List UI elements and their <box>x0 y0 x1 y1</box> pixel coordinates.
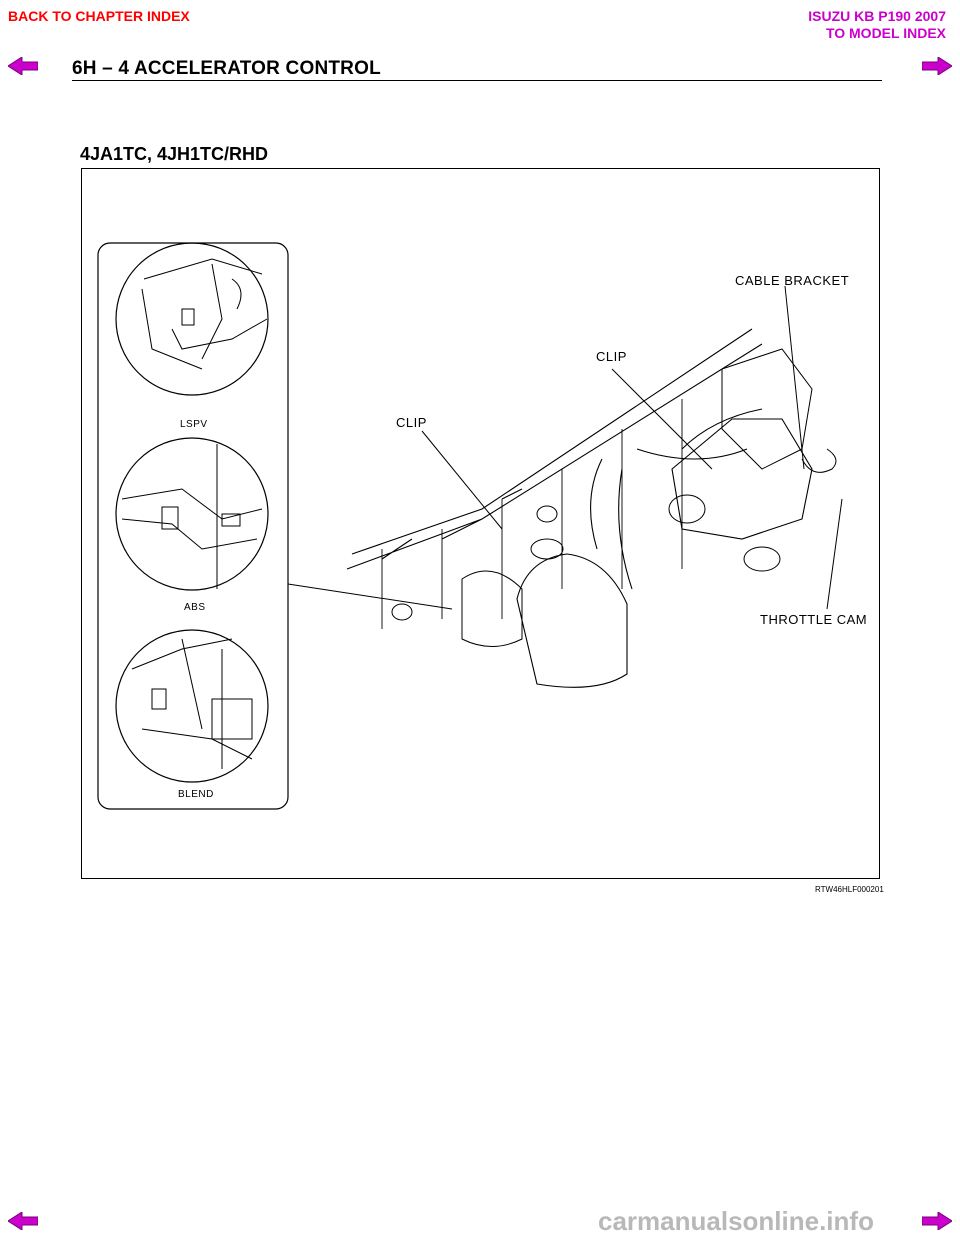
watermark: carmanualsonline.info <box>598 1206 874 1236</box>
model-title-link[interactable]: ISUZU KB P190 2007 TO MODEL INDEX <box>808 8 946 42</box>
engine-bay-illustration <box>97 242 843 810</box>
right-arrow-icon[interactable] <box>922 57 952 75</box>
inset-label-blend: BLEND <box>178 789 214 800</box>
figure-code: RTW46HLF000201 <box>815 885 884 894</box>
bottom-left-arrow-icon[interactable] <box>8 1212 38 1230</box>
inset-label-lspv: LSPV <box>180 419 208 430</box>
header-rule <box>72 80 882 81</box>
inset-label-abs: ABS <box>184 602 206 613</box>
figure-frame: LSPV ABS BLEND CABLE BRACKET CLIP CLIP T… <box>81 168 880 879</box>
callout-throttle-cam: THROTTLE CAM <box>760 612 868 627</box>
back-to-chapter-index-link[interactable]: BACK TO CHAPTER INDEX <box>8 8 190 24</box>
model-line-1: ISUZU KB P190 2007 <box>808 8 946 24</box>
callout-clip-upper: CLIP <box>596 349 627 364</box>
callout-clip-left: CLIP <box>396 415 427 430</box>
model-line-2: TO MODEL INDEX <box>825 25 946 41</box>
bottom-right-arrow-icon[interactable] <box>922 1212 952 1230</box>
page-header-title: 6H – 4 ACCELERATOR CONTROL <box>72 58 381 79</box>
left-arrow-icon[interactable] <box>8 57 38 75</box>
section-title: 4JA1TC, 4JH1TC/RHD <box>80 144 269 164</box>
callout-cable-bracket: CABLE BRACKET <box>735 273 850 288</box>
